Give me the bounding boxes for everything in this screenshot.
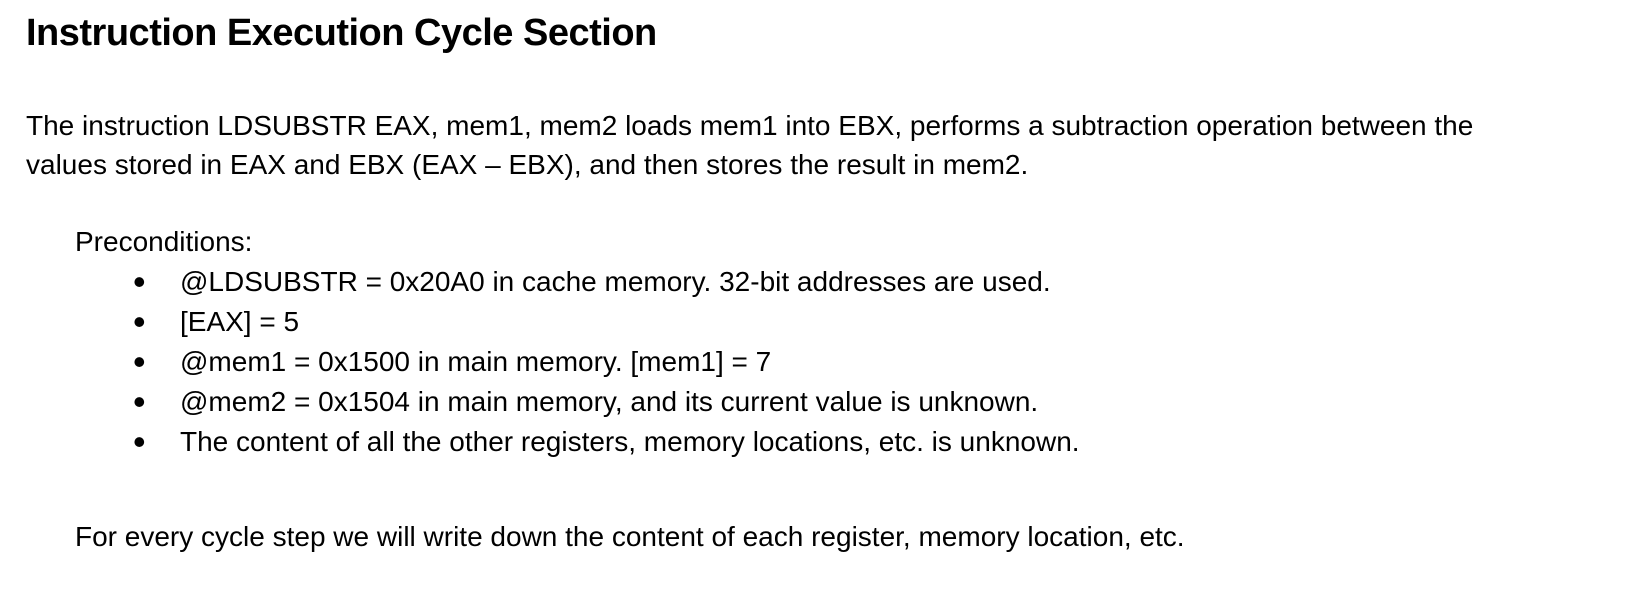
intro-paragraph: The instruction LDSUBSTR EAX, mem1, mem2… xyxy=(26,106,1626,184)
precondition-text: @mem1 = 0x1500 in main memory. [mem1] = … xyxy=(180,346,772,377)
list-item: • [EAX] = 5 xyxy=(26,302,1626,342)
list-item: • @LDSUBSTR = 0x20A0 in cache memory. 32… xyxy=(26,262,1626,302)
bullet-icon: • xyxy=(133,301,146,342)
list-item: • The content of all the other registers… xyxy=(26,422,1626,462)
bullet-icon: • xyxy=(133,421,146,462)
bullet-icon: • xyxy=(133,381,146,422)
list-item: • @mem2 = 0x1504 in main memory, and its… xyxy=(26,382,1626,422)
preconditions-list: • @LDSUBSTR = 0x20A0 in cache memory. 32… xyxy=(26,262,1626,462)
preconditions-label: Preconditions: xyxy=(75,226,253,257)
section-heading: Instruction Execution Cycle Section xyxy=(26,12,657,54)
intro-paragraph-line: The instruction LDSUBSTR EAX, mem1, mem2… xyxy=(26,110,1474,141)
precondition-text: The content of all the other registers, … xyxy=(180,426,1080,457)
precondition-text: @mem2 = 0x1504 in main memory, and its c… xyxy=(180,386,1039,417)
bullet-icon: • xyxy=(133,341,146,382)
precondition-text: @LDSUBSTR = 0x20A0 in cache memory. 32-b… xyxy=(180,266,1051,297)
bullet-icon: • xyxy=(133,261,146,302)
closing-paragraph: For every cycle step we will write down … xyxy=(75,521,1185,552)
precondition-text: [EAX] = 5 xyxy=(180,306,300,337)
intro-paragraph-line: values stored in EAX and EBX (EAX – EBX)… xyxy=(26,149,1029,180)
list-item: • @mem1 = 0x1500 in main memory. [mem1] … xyxy=(26,342,1626,382)
